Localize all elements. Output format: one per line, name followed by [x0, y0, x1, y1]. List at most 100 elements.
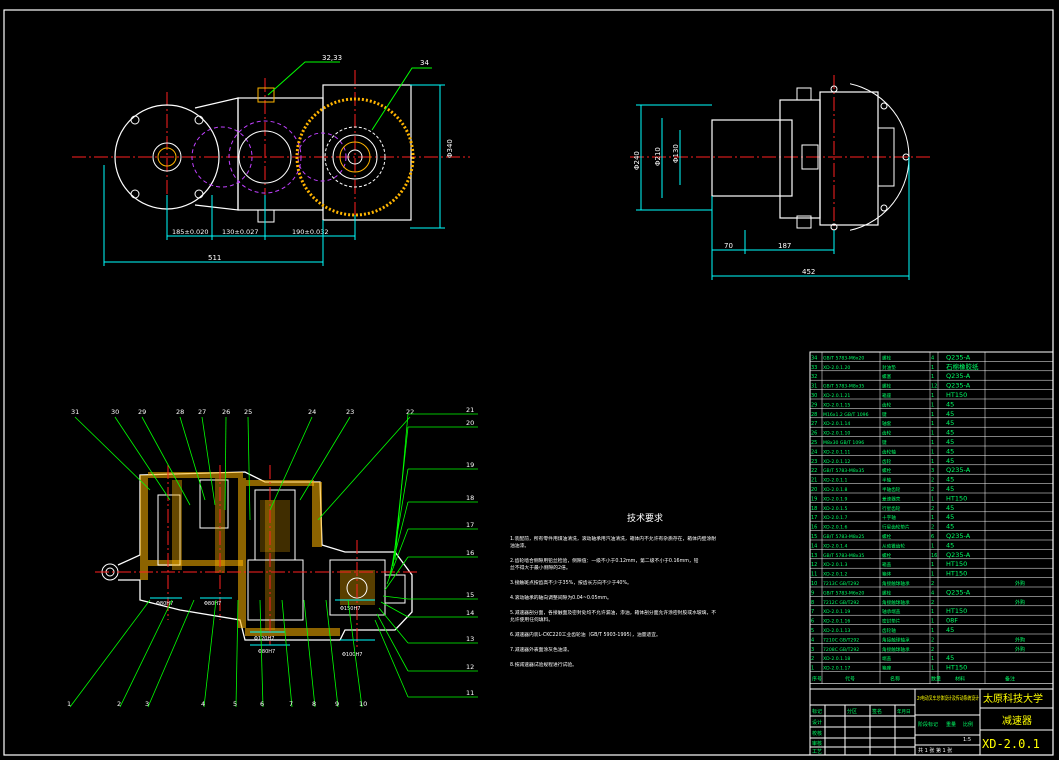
parts-cell-no: 14 [811, 543, 817, 549]
leader-32-33: 32,33 [322, 54, 342, 62]
callout-30: 30 [111, 408, 119, 416]
parts-cell-mat: HT150 [946, 494, 967, 502]
tb-cell-date: 年月日 [897, 708, 911, 715]
parts-cell-qty: 1 [931, 609, 934, 615]
tech-req-item-2: 丝不得大于最小侧隙的2倍。 [510, 564, 571, 571]
parts-cell-no: 25 [811, 440, 817, 446]
parts-cell-mat: HT150 [946, 560, 967, 568]
parts-cell-qty: 1 [931, 421, 934, 427]
tech-req-title: 技术要求 [627, 512, 663, 524]
parts-cell-name: 螺栓 [882, 467, 892, 474]
parts-cell-code: XD-2.0.1.16 [823, 619, 850, 625]
tb-row-check: 校核 [812, 730, 822, 737]
parts-cell-code: XD-2.0.1.15 [823, 402, 850, 408]
parts-cell-mat: Q235-A [946, 382, 971, 390]
parts-cell-qty: 1 [931, 572, 934, 578]
parts-cell-code: XD-2.0.1.10 [823, 431, 850, 437]
tech-req-item-1: 1.装配前，所有零件用煤油清洗，滚动轴承用汽油清洗，箱体内不允许有杂质存在，箱体… [510, 535, 716, 542]
parts-cell-code: XD-2.0.1.17 [823, 666, 850, 672]
parts-cell-code: XD-2.0.1.13 [823, 628, 850, 634]
callout-24: 24 [308, 408, 316, 416]
parts-cell-qty: 1 [931, 628, 934, 634]
parts-cell-mat: 45 [946, 438, 954, 446]
parts-cell-code: GB/T 5783-M6x20 [823, 590, 864, 596]
parts-cell-no: 12 [811, 562, 817, 568]
parts-cell-mat: 45 [946, 410, 954, 418]
parts-header-4: 材料 [955, 676, 965, 683]
parts-cell-no: 30 [811, 393, 817, 399]
parts-cell-code: GB/T 5783-M8x25 [823, 534, 864, 540]
parts-cell-mat: 45 [946, 541, 954, 549]
parts-cell-no: 17 [811, 515, 817, 521]
parts-cell-code: XD-2.0.1.3 [823, 562, 847, 568]
parts-cell-mat: 08F [946, 617, 958, 625]
fit-6: Φ150H7 [340, 606, 360, 612]
parts-cell-mat: HT150 [946, 607, 967, 615]
parts-cell-code: XD-2.0.1.2 [823, 572, 847, 578]
dim-d130: Φ130 [672, 144, 680, 163]
parts-cell-note: 外购 [1015, 636, 1025, 643]
tb-row-mark: 标记 [812, 708, 822, 715]
parts-cell-code: XD-2.0.1.7 [823, 515, 847, 521]
parts-header-5: 备注 [1005, 676, 1015, 683]
parts-cell-mat: 45 [946, 513, 954, 521]
parts-cell-no: 15 [811, 534, 817, 540]
tb-cell-weight: 重量 [946, 721, 956, 728]
parts-cell-mat: 45 [946, 626, 954, 634]
callout-29: 29 [138, 408, 146, 416]
parts-cell-no: 19 [811, 496, 817, 502]
callout-31: 31 [71, 408, 79, 416]
parts-cell-no: 18 [811, 506, 817, 512]
parts-cell-mat: 45 [946, 523, 954, 531]
parts-cell-name: 键 [882, 439, 887, 446]
parts-cell-no: 11 [811, 572, 817, 578]
parts-header-1: 代号 [845, 676, 855, 683]
callout-14: 14 [466, 609, 474, 617]
parts-cell-code: GB/T 5783-M6x20 [823, 355, 864, 361]
parts-cell-no: 16 [811, 525, 817, 531]
parts-cell-qty: 2 [931, 637, 934, 643]
parts-cell-mat: 45 [946, 654, 954, 662]
tech-req-item-8: 8.按减速器试验规程进行试验。 [510, 661, 577, 668]
leader-34: 34 [420, 59, 429, 67]
parts-cell-mat: Q235-A [946, 588, 971, 596]
parts-cell-name: 螺栓 [882, 589, 892, 596]
parts-cell-no: 3 [811, 647, 814, 653]
parts-cell-qty: 1 [931, 562, 934, 568]
parts-cell-no: 1 [811, 666, 814, 672]
parts-cell-name: 十字轴 [882, 514, 896, 521]
callout-3: 3 [145, 700, 149, 708]
tb-row-design: 设计 [812, 719, 822, 726]
parts-cell-no: 29 [811, 402, 817, 408]
parts-cell-qty: 2 [931, 600, 934, 606]
parts-cell-no: 21 [811, 478, 817, 484]
parts-cell-code: GB/T 5783-M8x35 [823, 384, 864, 390]
parts-cell-no: 27 [811, 421, 817, 427]
dim-d210: Φ210 [654, 147, 662, 166]
parts-cell-mat: 45 [946, 485, 954, 493]
parts-cell-name: 行星齿轮垫片 [882, 524, 910, 531]
parts-cell-name: 齿轮 [882, 401, 892, 408]
parts-cell-name: 半轴 [882, 477, 892, 484]
parts-cell-name: 角接触球轴承 [882, 580, 910, 587]
parts-cell-name: 螺栓 [882, 354, 892, 361]
parts-cell-no: 2 [811, 656, 814, 662]
callout-26: 26 [222, 408, 230, 416]
parts-cell-qty: 6 [931, 534, 934, 540]
parts-cell-no: 33 [811, 365, 817, 371]
fit-1: Φ80H7 [156, 601, 173, 607]
parts-cell-name: 齿轮 [882, 458, 892, 465]
parts-cell-name: 差速器壳 [882, 495, 901, 502]
parts-header-3: 数量 [931, 676, 941, 683]
callout-19: 19 [466, 461, 474, 469]
parts-cell-name: 箱座 [882, 392, 892, 399]
side-view: Φ240 Φ210 Φ130 70 187 452 [630, 75, 930, 280]
parts-cell-code: GB/T 5783-M8x35 [823, 553, 864, 559]
callout-5: 5 [233, 700, 237, 708]
tb-project: 2t电动叉车总体设计及传动系统设计 [917, 694, 979, 702]
parts-cell-mat: Q235-A [946, 532, 971, 540]
parts-cell-name: 从动锥齿轮 [882, 542, 905, 549]
callout-12: 12 [466, 663, 474, 671]
dim-511: 511 [208, 254, 221, 262]
dim-190: 190±0.032 [292, 228, 328, 236]
